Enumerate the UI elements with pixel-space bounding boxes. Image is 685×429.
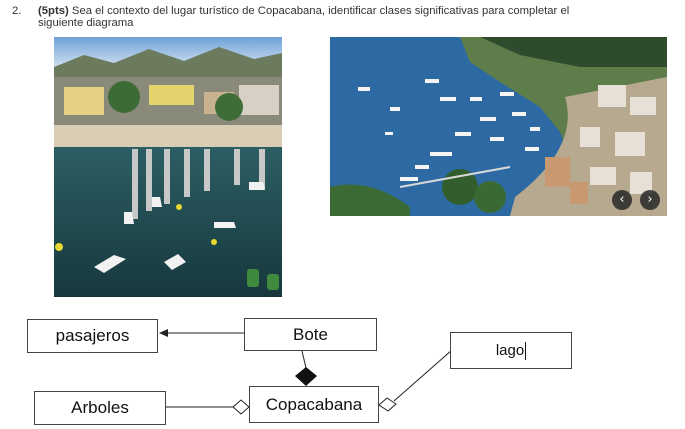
composition-bote-copacabana	[301, 350, 307, 369]
class-label-arboles: Arboles	[71, 398, 129, 417]
question-text: 2. (5pts) Sea el contexto del lugar turís…	[12, 5, 672, 29]
question-points: (5pts)	[38, 5, 69, 17]
class-box-arboles[interactable]: Arboles	[34, 391, 166, 425]
class-label-copacabana: Copacabana	[265, 394, 363, 414]
class-box-bote[interactable]: Bote	[244, 318, 377, 351]
hollow-diamond-icon	[232, 399, 250, 415]
question-line2: siguiente diagrama	[38, 17, 134, 29]
class-label-pasajeros: pasajeros	[55, 326, 130, 345]
aggregation-lago-copacabana	[393, 349, 453, 402]
lake-bay-illustration	[330, 37, 667, 216]
question-number: 2.	[12, 5, 22, 17]
lake-bay-photo	[330, 37, 667, 216]
carousel-next-icon[interactable]: ›	[640, 190, 660, 210]
harbor-photo-illustration	[54, 37, 282, 297]
class-box-copacabana[interactable]: Copacabana	[249, 386, 379, 423]
text-cursor	[525, 341, 527, 360]
class-box-pasajeros[interactable]: pasajeros	[27, 319, 158, 353]
arrowhead-icon	[159, 329, 168, 337]
class-label-bote: Bote	[293, 324, 328, 344]
filled-diamond-icon	[295, 367, 317, 386]
harbor-photo	[54, 37, 282, 297]
class-label-lago: lago	[495, 342, 525, 359]
hollow-diamond-icon	[378, 397, 397, 412]
carousel-prev-icon[interactable]: ‹	[612, 190, 632, 210]
class-box-lago[interactable]: lago	[450, 332, 572, 369]
question-line1: Sea el contexto del lugar turístico de C…	[68, 5, 570, 17]
